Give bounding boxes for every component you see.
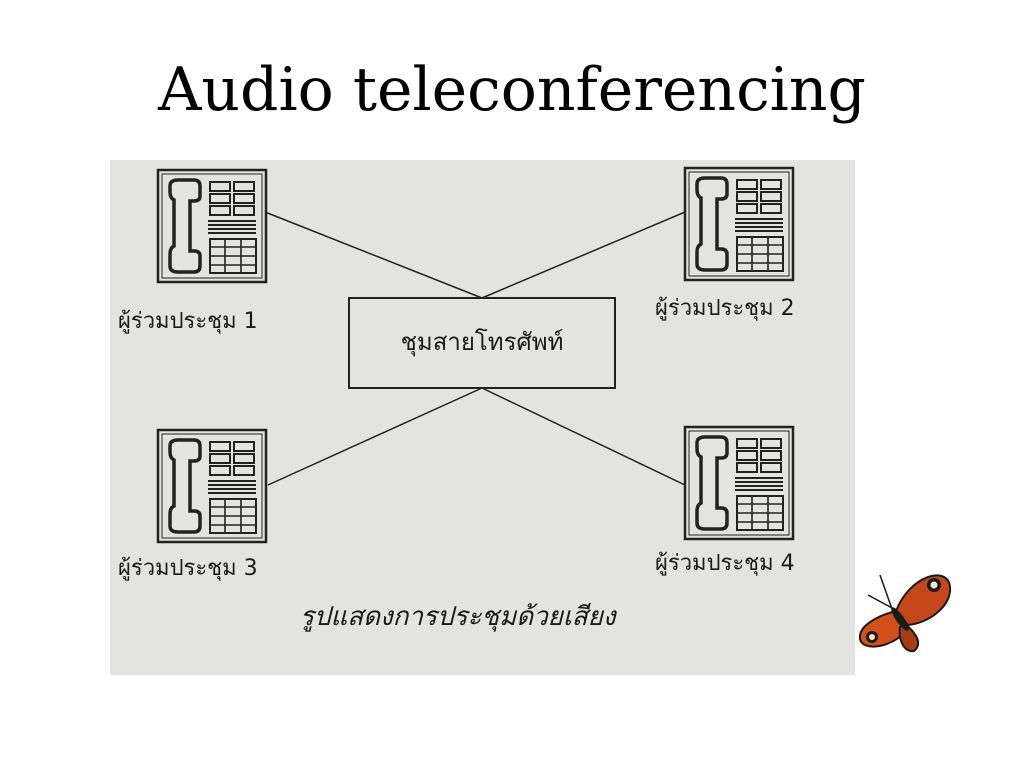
participant-4-label: ผู้ร่วมประชุม 4: [655, 551, 795, 576]
telephone-icon: [156, 428, 268, 544]
line-participant-4: [481, 387, 686, 486]
telephone-icon: [683, 425, 795, 541]
diagram-scan: ชุมสายโทรศัพท์ ผู้ร่วมประชุม 1 ผู้ร่วมปร…: [110, 160, 855, 675]
participant-3-label: ผู้ร่วมประชุม 3: [118, 556, 258, 581]
line-participant-3: [267, 387, 483, 486]
exchange-box: [348, 297, 616, 389]
connection-lines: [264, 211, 686, 486]
telephone-icon: [683, 166, 795, 282]
participant-2-label: ผู้ร่วมประชุม 2: [655, 296, 795, 321]
slide-title: Audio teleconferencing: [158, 55, 866, 125]
telephone-icon: [156, 168, 268, 284]
line-participant-2: [481, 211, 686, 299]
butterfly-icon: [858, 574, 952, 653]
exchange-label: ชุมสายโทรศัพท์: [401, 328, 564, 357]
participant-1-label: ผู้ร่วมประชุม 1: [118, 309, 258, 334]
network-diagram: ชุมสายโทรศัพท์ ผู้ร่วมประชุม 1 ผู้ร่วมปร…: [118, 166, 795, 632]
diagram-caption: รูปแสดงการประชุมด้วยเสียง: [300, 602, 618, 632]
line-participant-1: [264, 211, 483, 299]
